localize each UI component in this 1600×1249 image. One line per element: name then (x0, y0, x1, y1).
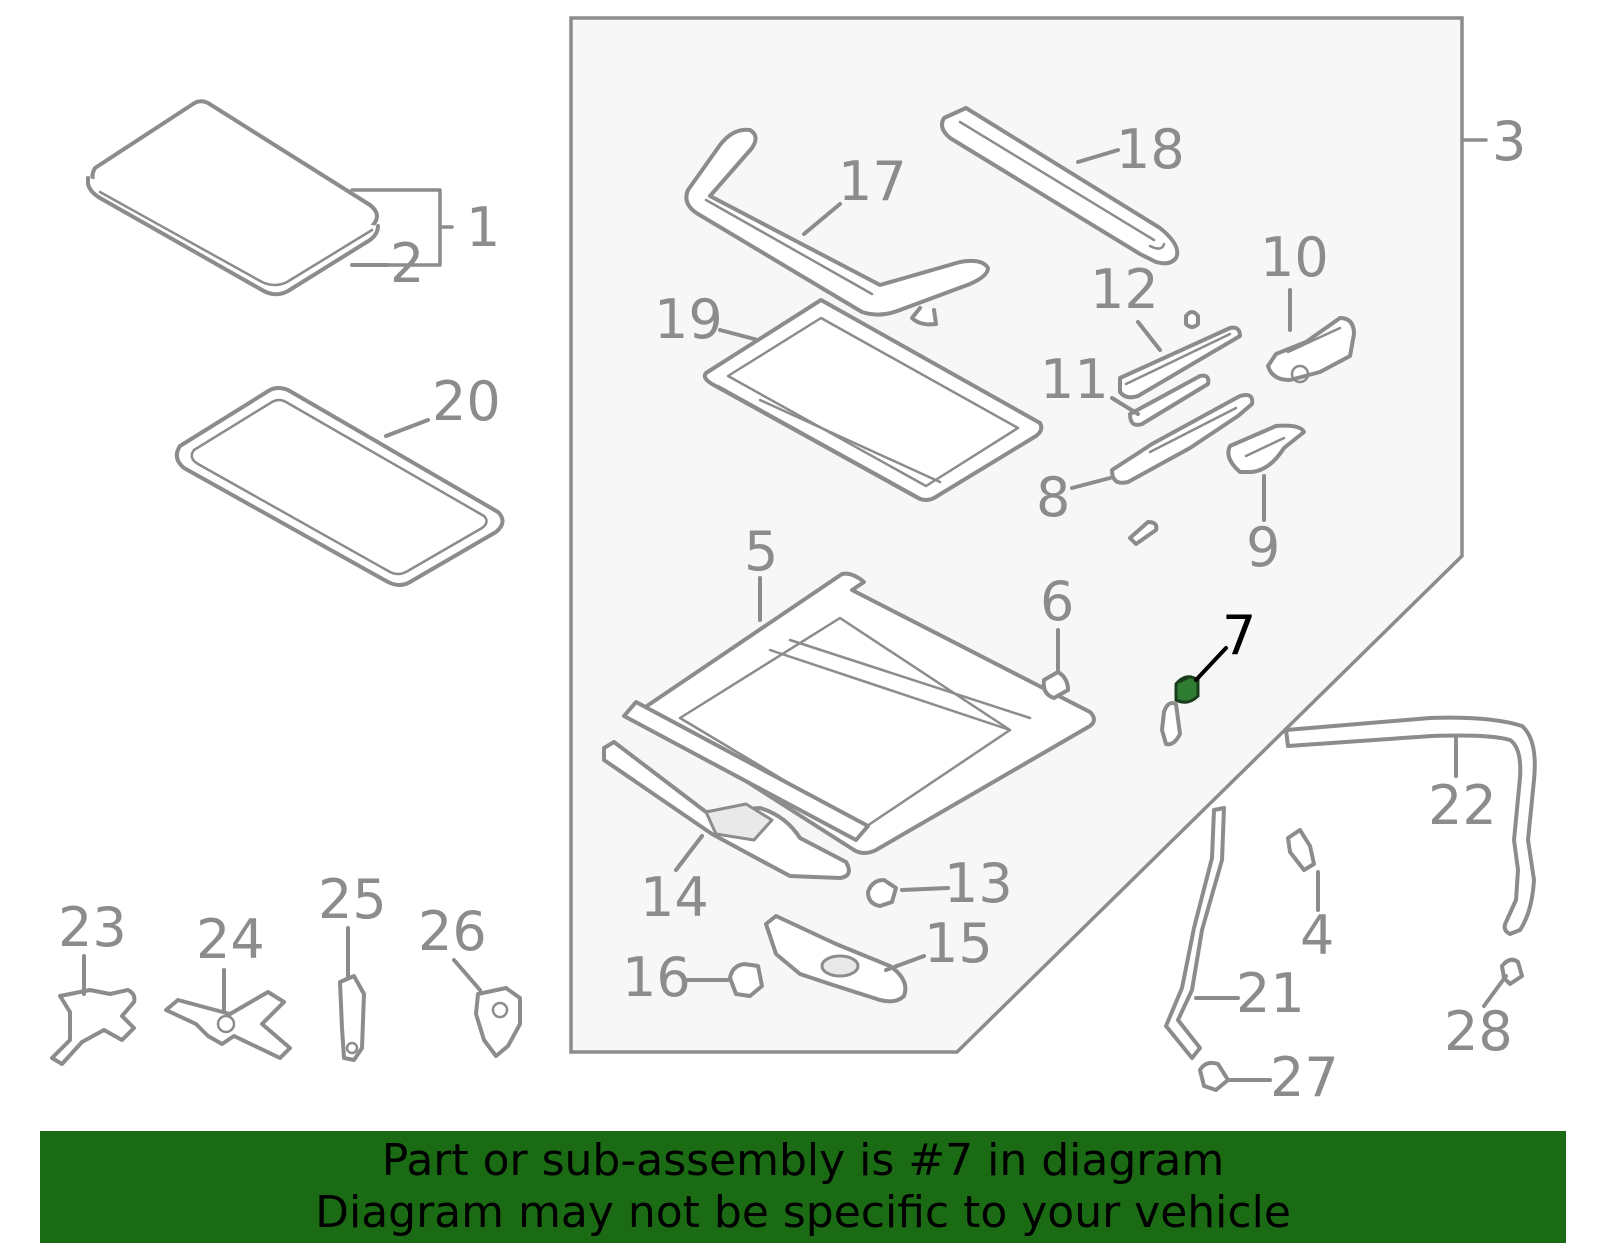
callout-17: 17 (838, 150, 907, 213)
callout-19: 19 (654, 288, 723, 351)
part-10-hinge (1266, 316, 1356, 384)
part-18-guide-rail (940, 106, 1180, 266)
arrow-15 (884, 954, 926, 972)
arrow-18 (1076, 148, 1120, 164)
arrow-12 (1136, 320, 1162, 352)
callout-9: 9 (1246, 516, 1280, 579)
part-27-clip (1198, 1060, 1230, 1092)
part-12-bracket (1118, 310, 1242, 400)
arrow-19 (718, 328, 760, 342)
callout-8: 8 (1036, 466, 1070, 529)
callout-7-highlighted: 7 (1222, 604, 1256, 667)
part-6-clip (1041, 670, 1070, 700)
part-11-link (1128, 373, 1211, 427)
arrow-17 (802, 202, 842, 236)
part-9-bracket (1226, 423, 1306, 474)
arrow-11 (1110, 396, 1140, 416)
part-4-clip (1286, 828, 1316, 872)
part-14-drive-cable (602, 740, 851, 880)
part-17-deflector (684, 127, 990, 327)
banner-background (40, 1131, 1566, 1243)
arrow-26 (452, 958, 482, 992)
callout-25: 25 (318, 868, 387, 931)
callout-4: 4 (1300, 904, 1334, 967)
part-16-relay (728, 962, 764, 998)
callout-1: 1 (466, 196, 500, 259)
part-5-slide-frame (622, 571, 1096, 855)
callout-24: 24 (196, 908, 265, 971)
arrow-20 (384, 418, 430, 438)
callout-6: 6 (1040, 570, 1074, 633)
callout-3: 3 (1492, 110, 1526, 173)
part-22-drain-hose (1284, 715, 1537, 936)
callout-10: 10 (1260, 226, 1329, 289)
part-20-weatherstrip (174, 386, 505, 587)
callout-16: 16 (622, 946, 691, 1009)
callout-12: 12 (1090, 258, 1159, 321)
callout-5: 5 (744, 520, 778, 583)
callout-13: 13 (944, 852, 1013, 915)
part-1-glass-panel (86, 99, 380, 297)
callout-20: 20 (432, 370, 501, 433)
small-screw (1128, 520, 1159, 546)
part-19-frame (702, 298, 1044, 502)
part-7-bolt-highlighted (1174, 675, 1200, 704)
arrow-14 (674, 834, 704, 872)
banner-line-2: Diagram may not be specific to your vehi… (315, 1187, 1291, 1238)
callout-11: 11 (1040, 348, 1109, 411)
part-7-bracket (1160, 701, 1182, 747)
callout-14: 14 (640, 866, 709, 929)
callout-2: 2 (390, 232, 424, 295)
callout-28: 28 (1444, 1000, 1513, 1063)
arrow-8 (1070, 476, 1112, 490)
info-banner: Part or sub-assembly is #7 in diagram Di… (40, 1131, 1566, 1243)
callout-27: 27 (1270, 1046, 1339, 1109)
part-24-bracket (164, 990, 292, 1060)
part-23-bracket (50, 988, 137, 1066)
arrow-13 (900, 886, 950, 892)
part-25-bracket (338, 974, 366, 1062)
callout-22: 22 (1428, 774, 1497, 837)
part-26-bracket (474, 986, 522, 1058)
callout-23: 23 (58, 896, 127, 959)
callout-26: 26 (418, 900, 487, 963)
callout-15: 15 (924, 912, 993, 975)
arrow-7 (1194, 646, 1228, 682)
part-8-lever (1110, 393, 1255, 485)
banner-line-1: Part or sub-assembly is #7 in diagram (381, 1135, 1225, 1186)
callout-21: 21 (1236, 962, 1305, 1025)
callout-18: 18 (1116, 118, 1185, 181)
part-13-clip (866, 878, 898, 908)
part-21-drain-hose (1164, 806, 1226, 1060)
arrow-28 (1482, 974, 1508, 1008)
